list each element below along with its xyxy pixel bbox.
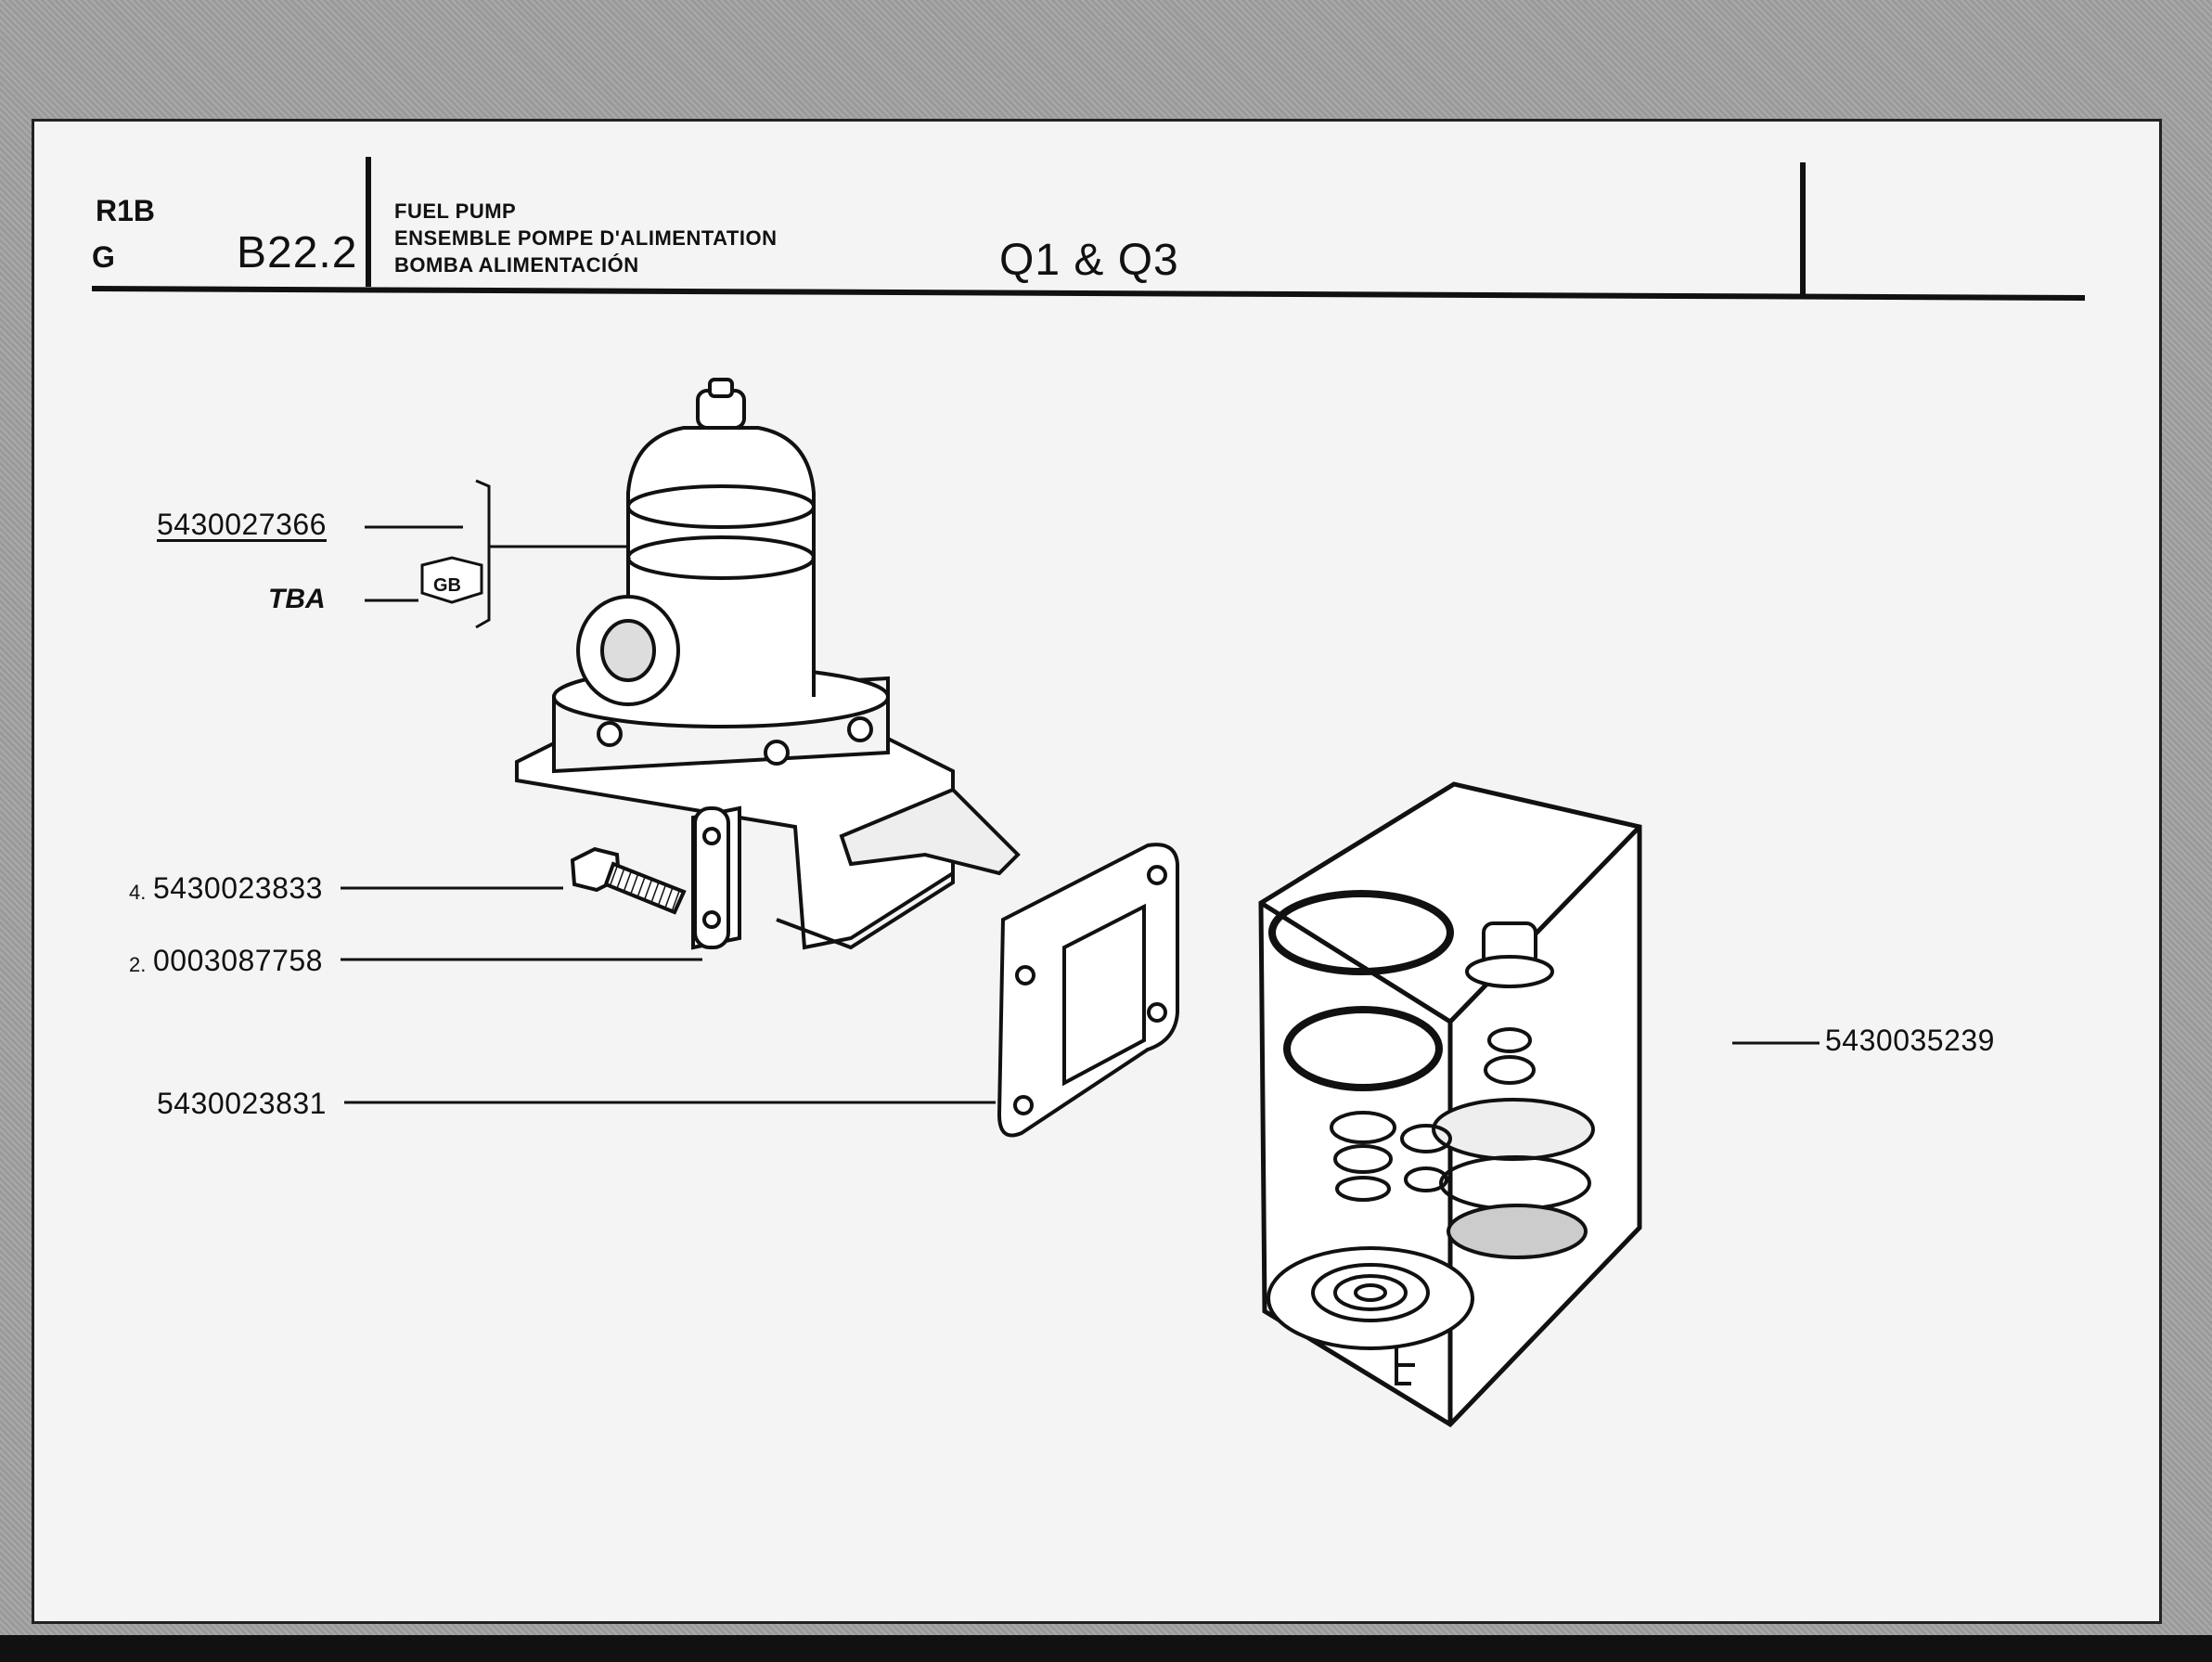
fuel-pump-icon xyxy=(515,378,1021,950)
part-index-4: 4. xyxy=(129,881,147,904)
part-number-gasket: 5430023831 xyxy=(157,1087,327,1120)
header-rules xyxy=(91,157,2086,301)
leader-lines xyxy=(341,479,1820,1104)
part-number-repair-kit: 5430035239 xyxy=(1825,1024,1995,1057)
washer-plate-icon xyxy=(693,806,730,949)
part-number-tba: TBA xyxy=(268,584,326,614)
model-label: Q1 & Q3 xyxy=(999,236,1179,285)
title-en: FUEL PUMP xyxy=(394,200,517,223)
part-number-bolt: 5430023833 xyxy=(153,871,323,905)
bolt-icon xyxy=(570,846,687,915)
repair-kit-parts-icon xyxy=(1267,890,1595,1385)
gb-badge-icon: GB xyxy=(420,556,483,604)
title-fr: ENSEMBLE POMPE D'ALIMENTATION xyxy=(394,226,778,250)
part-number-assembly: 5430027366 xyxy=(157,508,327,541)
part-number-washer: 0003087758 xyxy=(153,944,323,977)
exploded-diagram: GB xyxy=(91,157,2086,1428)
section-number: B22.2 xyxy=(237,228,358,277)
gasket-icon xyxy=(997,843,1179,1138)
header-code-bottom: G xyxy=(92,240,115,274)
title-es: BOMBA ALIMENTACIÓN xyxy=(394,253,639,277)
part-index-2: 2. xyxy=(129,953,147,976)
header-code-top: R1B xyxy=(96,194,156,227)
parts-catalog-sheet: R1B G B22.2 FUEL PUMP ENSEMBLE POMPE D'A… xyxy=(32,119,2162,1624)
svg-text:GB: GB xyxy=(433,575,461,596)
scanner-bottom-edge xyxy=(0,1635,2212,1662)
